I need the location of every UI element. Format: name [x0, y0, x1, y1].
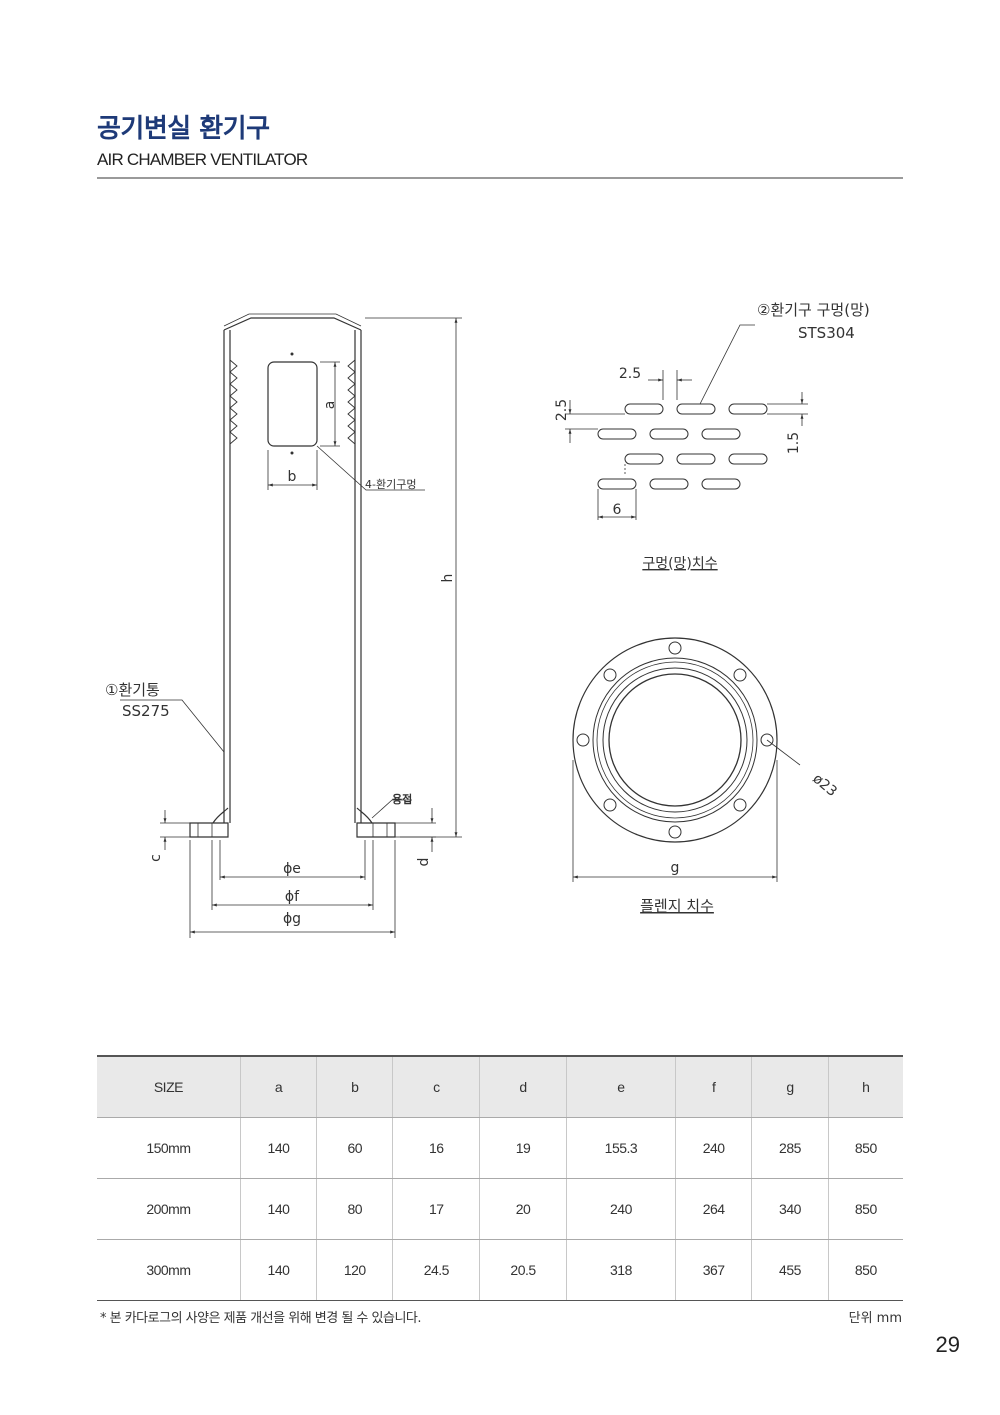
- page-subtitle: AIR CHAMBER VENTILATOR: [97, 150, 308, 169]
- unit-label: 단위 mm: [848, 1311, 902, 1326]
- table-cell: 19: [479, 1117, 567, 1179]
- table-cell: 285: [751, 1117, 829, 1179]
- table-row: 200mm 140 80 17 20 240 264 340 850: [97, 1178, 903, 1240]
- column-header: b: [316, 1055, 393, 1118]
- title-divider: [97, 177, 903, 179]
- flange-caption: 플렌지 치수: [640, 897, 714, 915]
- table-cell: 20: [479, 1178, 567, 1240]
- table-cell: 850: [827, 1239, 903, 1301]
- table-cell: 367: [675, 1239, 752, 1301]
- column-header: c: [392, 1055, 480, 1118]
- flange-plan: [572, 637, 778, 843]
- dim-b-label: b: [288, 469, 297, 485]
- technical-drawing: a b 4-환기구멍 h c d ϕe ϕf ϕg ①환기통 SS275 용접: [105, 301, 870, 938]
- table-cell: 340: [751, 1178, 829, 1240]
- dim-c-label: c: [148, 854, 164, 862]
- table-cell: 300mm: [97, 1239, 241, 1301]
- flange-dim-g: g: [671, 860, 680, 876]
- dim-e-label: ϕe: [283, 861, 301, 877]
- mesh-caption: 구멍(망)치수: [642, 556, 717, 572]
- table-cell: 140: [239, 1239, 317, 1301]
- mesh-dim-length: 6: [613, 502, 622, 518]
- table-cell: 120: [316, 1239, 393, 1301]
- table-cell: 455: [751, 1239, 829, 1301]
- table-cell: 140: [239, 1117, 317, 1179]
- footnote: * 본 카다로그의 사양은 제품 개선을 위해 변경 될 수 있습니다.: [100, 1311, 422, 1326]
- table-cell: 140: [239, 1178, 317, 1240]
- table-cell: 20.5: [479, 1239, 567, 1301]
- dim-h-label: h: [440, 574, 456, 583]
- table-cell: 264: [675, 1178, 752, 1240]
- table-cell: 850: [827, 1117, 903, 1179]
- ventilator-elevation: [189, 313, 396, 838]
- dim-d-label: d: [416, 858, 432, 867]
- table-cell: 60: [316, 1117, 393, 1179]
- mesh-dim-pitch: 2.5: [619, 366, 641, 382]
- part1-material: SS275: [122, 702, 170, 720]
- page-title: 공기변실 환기구: [97, 114, 270, 144]
- part1-name: ①환기통: [105, 681, 160, 699]
- table-cell: 200mm: [97, 1178, 241, 1240]
- flange-hole-dim: ø23: [809, 771, 840, 800]
- mesh-dim-gap: 2.5: [554, 399, 570, 421]
- page-number: 29: [935, 1332, 960, 1357]
- table-cell: 850: [827, 1178, 903, 1240]
- column-header: e: [565, 1055, 676, 1118]
- column-header: g: [751, 1055, 829, 1118]
- dim-f-label: ϕf: [285, 889, 300, 905]
- spec-table: SIZE a b c d e f g h 150mm 140 60 16 19 …: [97, 1055, 903, 1301]
- table-header-row: SIZE a b c d e f g h: [97, 1055, 903, 1118]
- weld-label: 용접: [392, 793, 412, 806]
- table-cell: 240: [565, 1178, 676, 1240]
- column-header: SIZE: [97, 1055, 241, 1118]
- dim-a-label: a: [322, 401, 338, 410]
- column-header: f: [675, 1055, 752, 1118]
- mesh-dim-width: 1.5: [786, 432, 802, 454]
- table-cell: 80: [316, 1178, 393, 1240]
- part2-material: STS304: [798, 324, 855, 342]
- table-cell: 17: [392, 1178, 480, 1240]
- part2-name: ②환기구 구멍(망): [757, 301, 870, 319]
- dim-g-label: ϕg: [283, 911, 301, 927]
- column-header: a: [239, 1055, 317, 1118]
- mesh-detail: [597, 403, 768, 490]
- table-row: 150mm 140 60 16 19 155.3 240 285 850: [97, 1117, 903, 1179]
- holes-label: 4-환기구멍: [365, 478, 416, 491]
- table-row: 300mm 140 120 24.5 20.5 318 367 455 850: [97, 1239, 903, 1301]
- table-cell: 16: [392, 1117, 480, 1179]
- table-cell: 150mm: [97, 1117, 241, 1179]
- column-header: d: [479, 1055, 567, 1118]
- table-cell: 155.3: [565, 1117, 676, 1179]
- table-cell: 318: [565, 1239, 676, 1301]
- table-cell: 24.5: [392, 1239, 480, 1301]
- table-cell: 240: [675, 1117, 752, 1179]
- column-header: h: [827, 1055, 903, 1118]
